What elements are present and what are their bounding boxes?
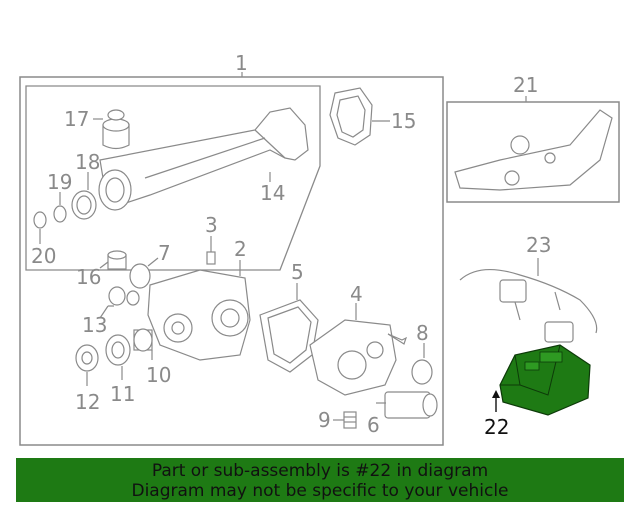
callout-12[interactable]: 12 bbox=[75, 390, 100, 414]
part-7-seal bbox=[129, 263, 151, 289]
callout-1[interactable]: 1 bbox=[235, 51, 248, 75]
part-23-wiring-harness bbox=[459, 268, 598, 343]
callout-3[interactable]: 3 bbox=[205, 213, 218, 237]
part-21-crossmember bbox=[454, 109, 613, 191]
part-5-gasket bbox=[259, 299, 319, 373]
callout-17[interactable]: 17 bbox=[64, 107, 89, 131]
part-11-ring bbox=[105, 334, 131, 366]
callout-20[interactable]: 20 bbox=[31, 244, 56, 268]
assembly-box-1 bbox=[19, 76, 444, 446]
callout-7[interactable]: 7 bbox=[158, 241, 171, 265]
part-22-control-module bbox=[499, 344, 591, 416]
part-20-washer bbox=[33, 211, 47, 229]
part-9-spring bbox=[343, 411, 357, 429]
part-8-seal bbox=[411, 359, 433, 385]
sub-assembly-box-14 bbox=[25, 85, 321, 271]
part-16-bushing bbox=[107, 250, 127, 270]
callout-21[interactable]: 21 bbox=[513, 73, 538, 97]
callout-2[interactable]: 2 bbox=[234, 237, 247, 261]
callout-19[interactable]: 19 bbox=[47, 170, 72, 194]
part-18-seal bbox=[71, 190, 97, 220]
assembly-box-21 bbox=[446, 101, 620, 203]
callout-6[interactable]: 6 bbox=[367, 413, 380, 437]
callout-15[interactable]: 15 bbox=[391, 109, 416, 133]
part-13-fitting bbox=[108, 286, 140, 306]
part-17-breather bbox=[102, 109, 130, 150]
bolt bbox=[387, 333, 408, 345]
part-3-plug bbox=[206, 251, 216, 265]
part-10-sleeve bbox=[133, 328, 153, 352]
banner-line-2: Diagram may not be specific to your vehi… bbox=[131, 481, 509, 501]
part-4-differential-cover bbox=[309, 319, 397, 396]
callout-10[interactable]: 10 bbox=[146, 363, 171, 387]
callout-23[interactable]: 23 bbox=[526, 233, 551, 257]
axle-housing-tube bbox=[98, 107, 309, 211]
part-12-bearing bbox=[75, 344, 99, 372]
callout-5[interactable]: 5 bbox=[291, 260, 304, 284]
part-19-ring bbox=[53, 205, 67, 223]
callout-14[interactable]: 14 bbox=[260, 181, 285, 205]
callout-16[interactable]: 16 bbox=[76, 265, 101, 289]
callout-8[interactable]: 8 bbox=[416, 321, 429, 345]
info-banner: Part or sub-assembly is #22 in diagram D… bbox=[16, 458, 624, 502]
banner-line-1: Part or sub-assembly is #22 in diagram bbox=[151, 461, 489, 481]
part-15-gasket bbox=[329, 87, 373, 146]
callout-22[interactable]: 22 bbox=[484, 415, 509, 439]
callout-4[interactable]: 4 bbox=[350, 282, 363, 306]
callout-18[interactable]: 18 bbox=[75, 150, 100, 174]
callout-13[interactable]: 13 bbox=[82, 313, 107, 337]
callout-9[interactable]: 9 bbox=[318, 408, 331, 432]
part-6-actuator bbox=[384, 391, 438, 419]
part-2-differential-housing bbox=[147, 269, 251, 361]
callout-11[interactable]: 11 bbox=[110, 382, 135, 406]
